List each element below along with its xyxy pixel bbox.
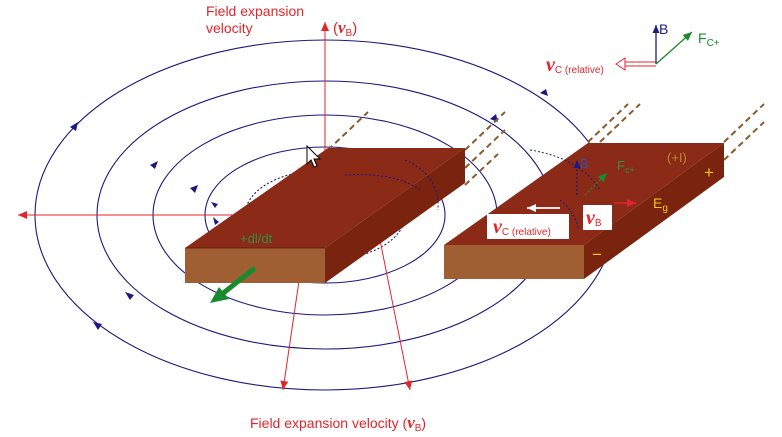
bottom-velocity-label: Field expansion velocity (νB) <box>250 413 426 434</box>
top-nu-b-label: (νB) <box>333 18 357 39</box>
left-conductor-field-overlay <box>344 159 439 211</box>
plate-f-label: Fc+ <box>617 158 635 175</box>
plate-b-label: B <box>580 156 589 171</box>
vc-relative-box: νC (relative) <box>487 214 569 239</box>
top-velocity-label-line1: Field expansion <box>206 3 304 19</box>
legend-f-label: FC+ <box>698 30 720 49</box>
mouse-cursor-icon <box>306 144 322 168</box>
right-conductor-extensions <box>587 103 765 161</box>
eg-label: Eg <box>653 195 668 214</box>
plus-terminal-label: + <box>704 163 714 182</box>
vector-legend: B FC+ νC (relative) <box>546 21 720 76</box>
legend-vc-label: νC (relative) <box>546 54 604 76</box>
left-conductor <box>185 148 465 283</box>
vb-label: νB <box>586 207 602 229</box>
left-conductor-extensions <box>327 111 506 186</box>
right-conductor-field-overlay <box>529 149 601 229</box>
vc-relative-label: νC (relative) <box>493 216 551 238</box>
vb-box: νB <box>583 205 612 230</box>
current-direction-arrow-icon <box>210 266 257 303</box>
minus-terminal-label: − <box>592 245 602 264</box>
plate-vectors <box>527 160 636 212</box>
current-change-label: +dl/dt <box>240 231 273 246</box>
plus-current-label: (+I) <box>667 150 687 165</box>
top-velocity-label-line2: velocity <box>206 20 253 36</box>
legend-b-label: B <box>659 21 668 37</box>
